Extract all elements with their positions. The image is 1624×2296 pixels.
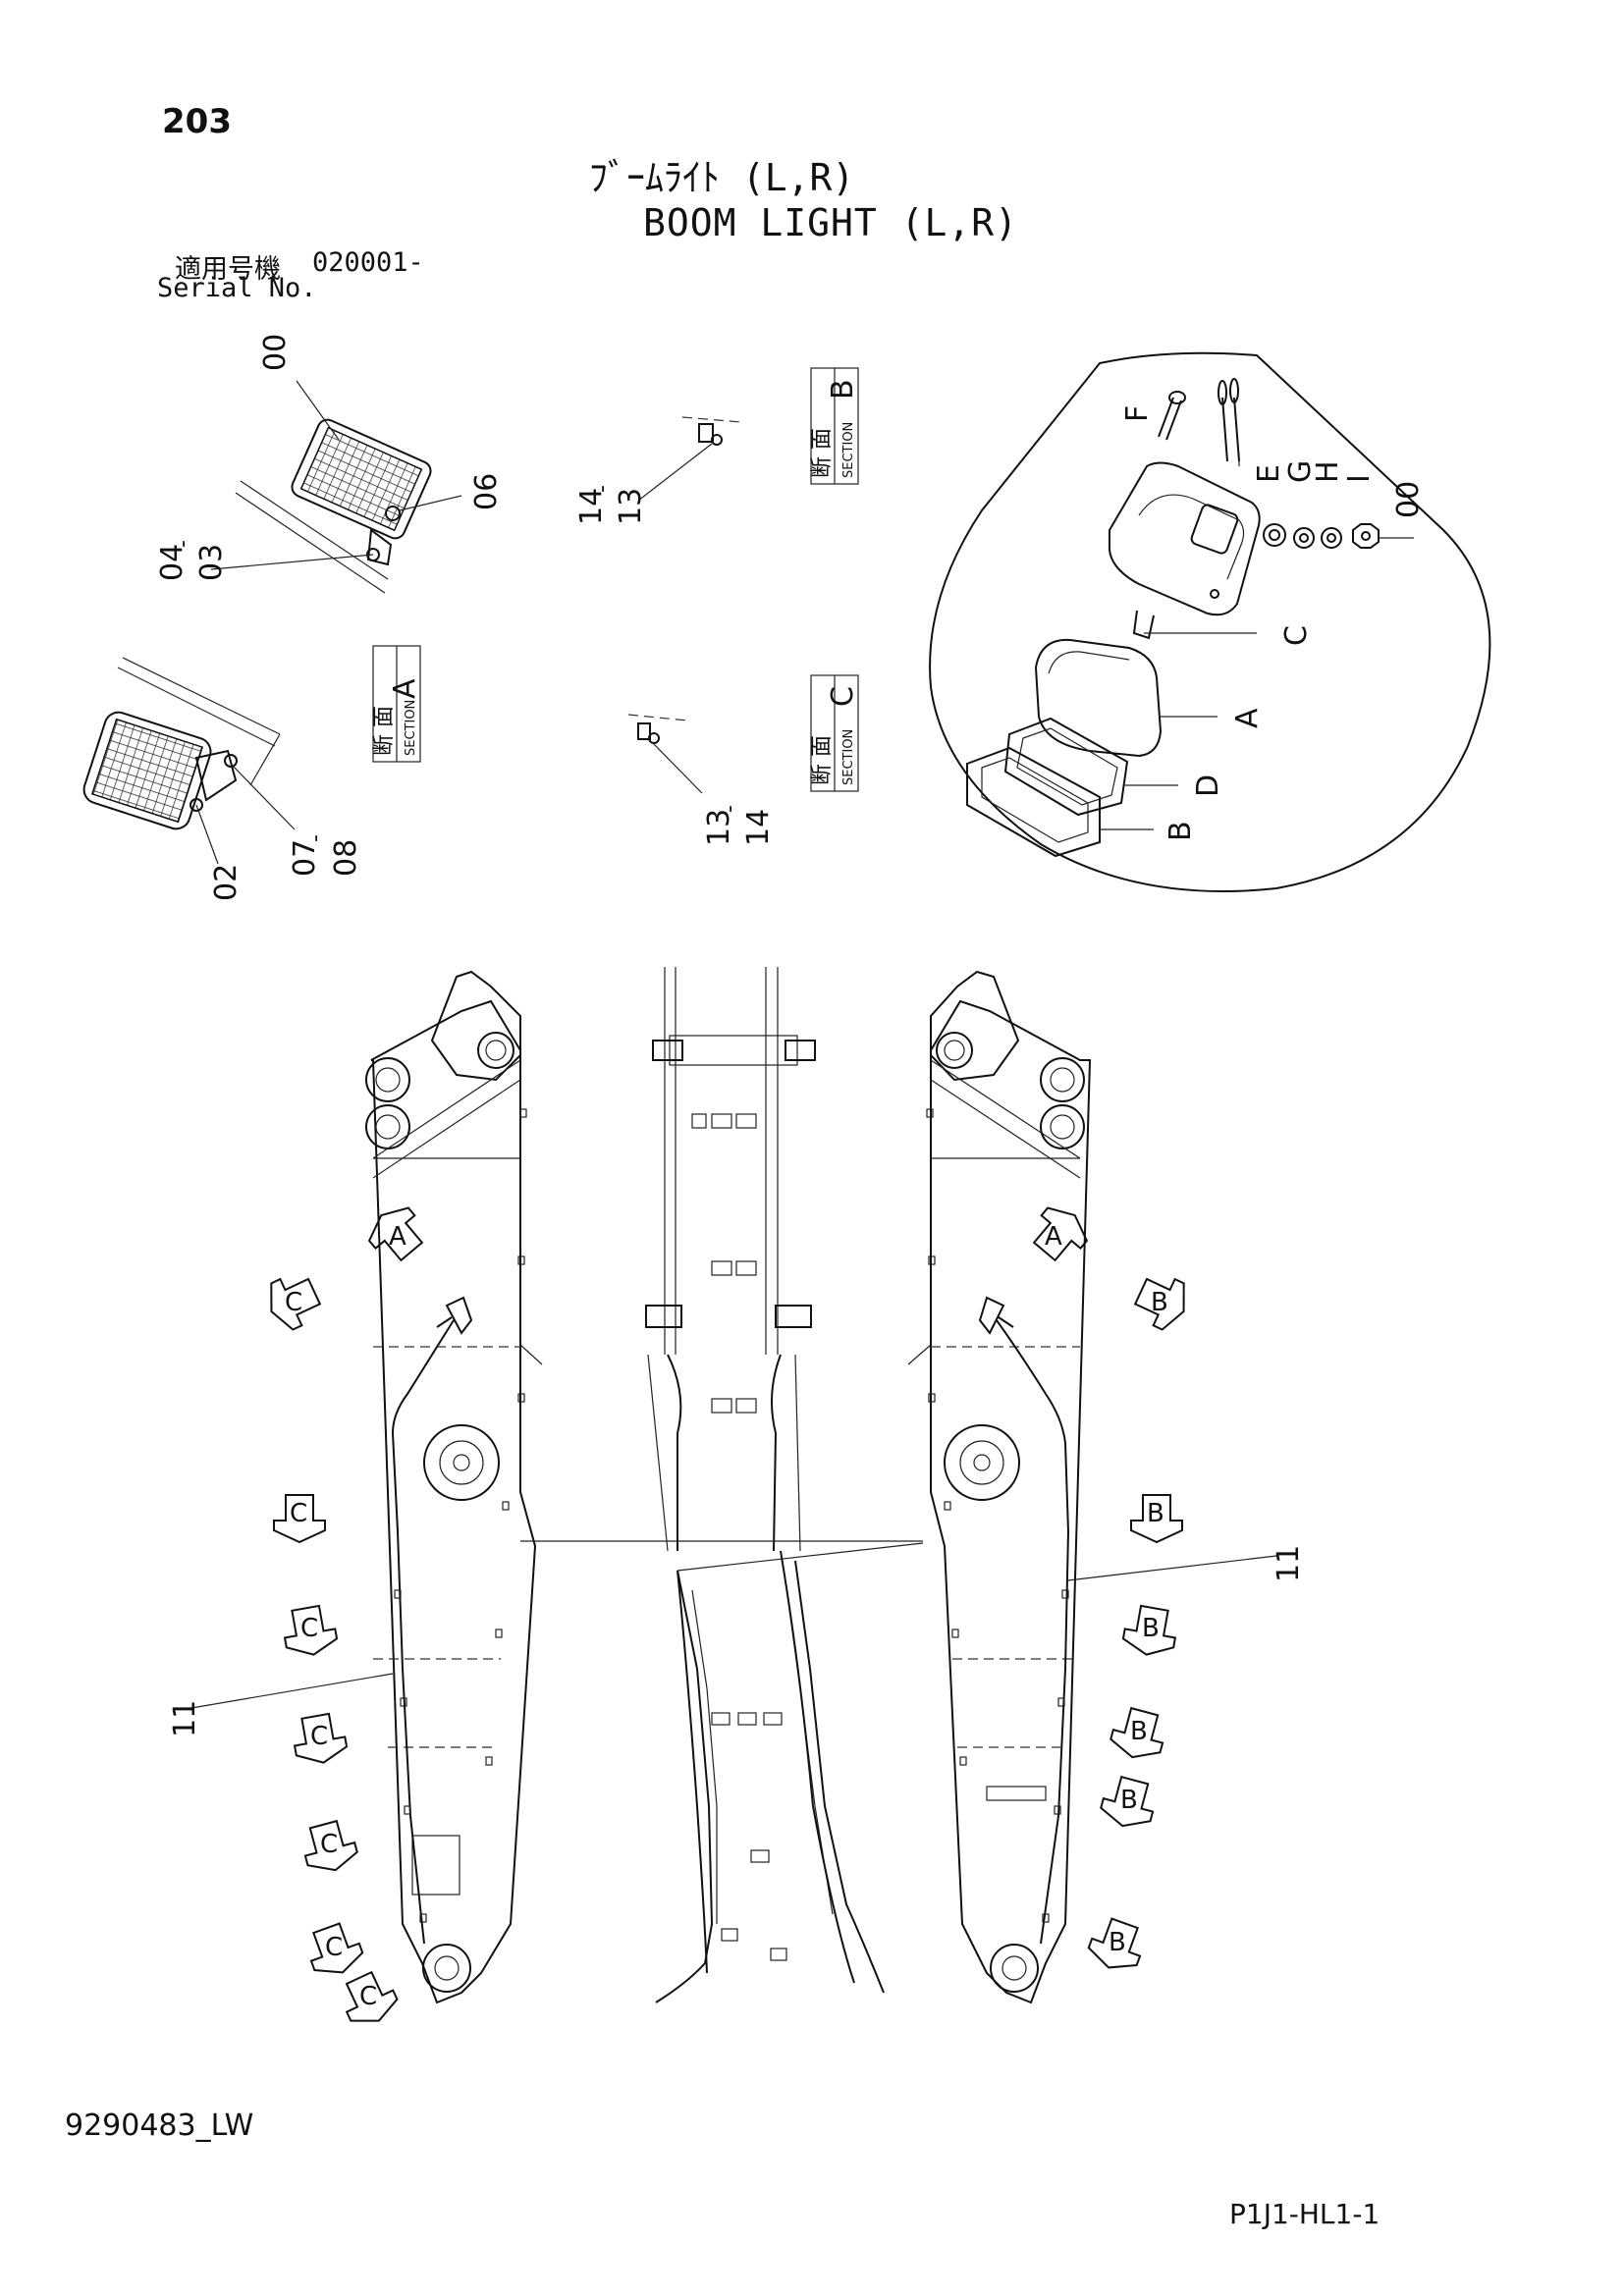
part-label-07: 07	[288, 839, 322, 877]
view-arrow-b-4: B	[1107, 1704, 1170, 1765]
part-label-14-top: 14	[574, 488, 609, 525]
detail-label-a: A	[1230, 708, 1265, 728]
part-label-11-right: 11	[1272, 1545, 1306, 1582]
part-label-03: 03	[194, 544, 229, 581]
clamp-detail-upper	[637, 416, 742, 502]
svg-text:SECTION: SECTION	[404, 700, 418, 756]
detail-label-d: D	[1191, 774, 1225, 797]
detail-label-i: I	[1342, 474, 1377, 483]
section-label-b: 断 面 SECTION B	[810, 367, 860, 485]
serial-value: 020001-	[312, 247, 424, 278]
view-arrow-b-3: B	[1119, 1602, 1181, 1661]
detail-label-00: 00	[1391, 481, 1426, 518]
serial-label-english: Serial No.	[157, 273, 317, 303]
part-label-dash-13: -	[718, 805, 742, 813]
view-arrow-a-right: A	[1023, 1198, 1096, 1269]
view-arrow-c-5: C	[298, 1817, 361, 1878]
light-assembly-lower-left	[82, 657, 296, 865]
page-number: 203	[162, 102, 232, 141]
view-arrow-b-1: B	[1129, 1267, 1196, 1336]
svg-text:A: A	[388, 678, 422, 699]
page-reference: P1J1-HL1-1	[1229, 2198, 1380, 2230]
title-japanese: ﾌﾞｰﾑﾗｲﾄ (L,R)	[589, 156, 855, 199]
view-arrow-c-6: C	[301, 1918, 368, 1983]
boom-right-view	[907, 970, 1277, 2004]
svg-text:B: B	[1109, 1928, 1126, 1957]
svg-text:C: C	[310, 1722, 328, 1751]
svg-text:C: C	[359, 1982, 377, 2011]
svg-text:B: B	[1120, 1786, 1138, 1815]
view-arrow-c-7: C	[335, 1966, 404, 2033]
part-label-04: 04	[155, 544, 189, 581]
svg-text:C: C	[320, 1830, 338, 1859]
part-label-14-mid: 14	[741, 809, 776, 846]
boom-center-view	[645, 967, 924, 2003]
svg-text:SECTION: SECTION	[841, 729, 856, 785]
part-label-dash-07: -	[303, 834, 328, 842]
detail-label-c: C	[1279, 625, 1314, 646]
detail-label-h: H	[1311, 460, 1345, 483]
view-arrow-c-1: C	[259, 1267, 326, 1336]
svg-text:B: B	[1130, 1717, 1148, 1746]
view-arrow-c-4: C	[289, 1710, 351, 1769]
view-arrow-b-2: B	[1130, 1494, 1183, 1543]
svg-text:B: B	[1151, 1288, 1168, 1317]
svg-text:SECTION: SECTION	[841, 422, 856, 478]
view-arrow-a-left: A	[360, 1198, 433, 1269]
part-label-13-mid: 13	[702, 809, 736, 846]
view-arrow-b-6: B	[1083, 1913, 1150, 1978]
section-label-a: 断 面 SECTION A	[372, 645, 422, 763]
part-label-11-left: 11	[168, 1700, 202, 1737]
detail-label-e: E	[1252, 464, 1286, 483]
svg-text:断 面: 断 面	[810, 735, 835, 785]
part-label-13-top: 13	[614, 488, 648, 525]
detail-label-b: B	[1164, 821, 1198, 841]
svg-text:断 面: 断 面	[810, 428, 835, 478]
detail-label-g: G	[1283, 460, 1318, 483]
svg-text:B: B	[826, 379, 860, 400]
clamp-detail-middle	[627, 714, 703, 794]
svg-text:C: C	[290, 1499, 307, 1528]
boom-left-view	[190, 970, 543, 2004]
svg-text:断 面: 断 面	[372, 706, 397, 756]
part-label-dash-14: -	[590, 485, 615, 493]
title-english: BOOM LIGHT (L,R)	[643, 201, 1019, 244]
part-label-dash-04: -	[171, 540, 195, 548]
exploded-lamp-detail	[929, 351, 1491, 892]
section-label-c: 断 面 SECTION C	[810, 674, 860, 792]
svg-text:B: B	[1142, 1614, 1160, 1643]
part-label-06: 06	[469, 473, 504, 510]
part-label-02: 02	[209, 864, 244, 901]
svg-text:A: A	[1045, 1222, 1062, 1252]
serial-label-japanese: 適用号機	[175, 254, 281, 285]
light-assembly-upper-left	[210, 380, 462, 594]
part-label-00-top: 00	[258, 334, 293, 371]
svg-text:C: C	[826, 686, 860, 707]
document-code: 9290483_LW	[65, 2109, 254, 2143]
part-label-08: 08	[329, 839, 363, 877]
view-arrow-c-3: C	[279, 1602, 341, 1661]
view-arrow-b-5: B	[1097, 1773, 1161, 1834]
svg-text:C: C	[300, 1614, 318, 1643]
detail-label-f: F	[1120, 405, 1155, 422]
svg-text:A: A	[389, 1222, 406, 1252]
svg-text:C: C	[285, 1288, 302, 1317]
view-arrow-c-2: C	[273, 1494, 326, 1543]
svg-text:C: C	[325, 1933, 343, 1962]
svg-text:B: B	[1147, 1499, 1164, 1528]
